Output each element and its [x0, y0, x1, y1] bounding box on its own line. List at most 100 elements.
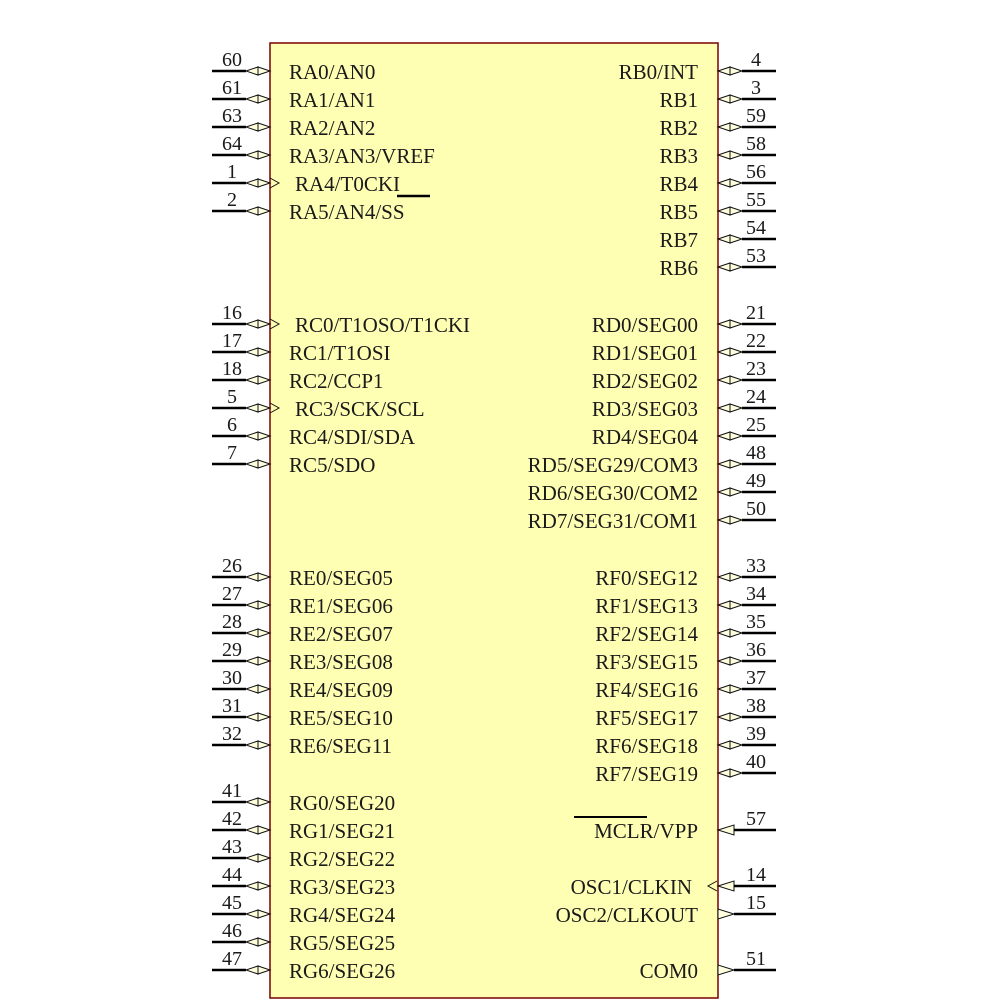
pin-number: 55 [746, 189, 766, 211]
pin-label: RE0/SEG05 [289, 566, 393, 590]
pin-label: RE2/SEG07 [289, 622, 393, 646]
pin-number: 58 [746, 133, 766, 155]
pin-label: RB5 [659, 200, 698, 224]
pin-label: RB1 [659, 88, 698, 112]
pin-label: RB2 [659, 116, 698, 140]
pin-label: RF7/SEG19 [595, 762, 698, 786]
right-pin-group: 4RB0/INT3RB159RB258RB356RB455RB554RB753R… [528, 49, 776, 983]
pin-label: RD2/SEG02 [592, 369, 698, 393]
pin-number: 15 [746, 892, 766, 914]
pin-number: 36 [746, 639, 766, 661]
pin-number: 48 [746, 442, 766, 464]
pin-label: RD5/SEG29/COM3 [528, 453, 698, 477]
pin-number: 53 [746, 245, 766, 267]
pin-label: RE3/SEG08 [289, 650, 393, 674]
pin-number: 50 [746, 498, 766, 520]
pin-number: 56 [746, 161, 766, 183]
pin-number: 46 [222, 920, 242, 942]
pin-label: RG6/SEG26 [289, 959, 395, 983]
pin-number: 25 [746, 414, 766, 436]
pin-number: 64 [222, 133, 242, 155]
pin-label: RD0/SEG00 [592, 313, 698, 337]
pin-number: 32 [222, 723, 242, 745]
pin-number: 42 [222, 808, 242, 830]
pin-number: 30 [222, 667, 242, 689]
pin-number: 6 [227, 414, 237, 436]
pin-number: 49 [746, 470, 766, 492]
pin-number: 21 [746, 302, 766, 324]
pin-label: RG3/SEG23 [289, 875, 395, 899]
pin-number: 27 [222, 583, 242, 605]
pin-label: RD4/SEG04 [592, 425, 699, 449]
pin-label: RA1/AN1 [289, 88, 375, 112]
pin-number: 43 [222, 836, 242, 858]
pin-label: OSC1/CLKIN [571, 875, 692, 899]
pin-label: RA2/AN2 [289, 116, 375, 140]
pin-label: RF1/SEG13 [595, 594, 698, 618]
pin-number: 60 [222, 49, 242, 71]
pin-number: 5 [227, 386, 237, 408]
pin-number: 22 [746, 330, 766, 352]
pin-label: RF5/SEG17 [595, 706, 698, 730]
pin-label: RC5/SDO [289, 453, 375, 477]
pin-label: RF4/SEG16 [595, 678, 698, 702]
clock-indicator-icon [706, 880, 718, 892]
pin-label: RE1/SEG06 [289, 594, 393, 618]
